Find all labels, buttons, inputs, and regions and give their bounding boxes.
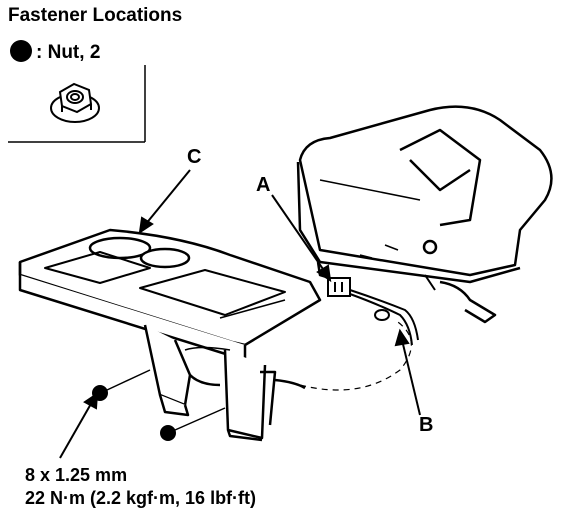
harness-route-line: [299, 319, 412, 391]
legend-frame: [8, 65, 146, 143]
callout-a: A: [256, 174, 271, 196]
fastener-size: 8 x 1.25 mm: [25, 465, 128, 485]
seat-illustration: [296, 105, 553, 324]
diagram-title: Fastener Locations: [8, 5, 183, 26]
nut-location-marker: [160, 425, 176, 441]
connector-icon: [327, 277, 351, 297]
callout-arrows: [59, 169, 421, 459]
legend-label: : Nut, 2: [36, 42, 101, 63]
callout-c: C: [187, 146, 202, 168]
marker-leader-lines: [106, 369, 226, 431]
torque-spec: 22 N·m (2.2 kgf·m, 16 lbf·ft): [25, 488, 257, 508]
callout-b: B: [419, 414, 434, 436]
fastener-legend: : Nut, 2: [10, 40, 100, 64]
console-box: [18, 228, 322, 442]
nut-symbol-icon: [10, 40, 32, 62]
harness-connector: [327, 244, 436, 346]
nut-icon: [50, 82, 100, 123]
